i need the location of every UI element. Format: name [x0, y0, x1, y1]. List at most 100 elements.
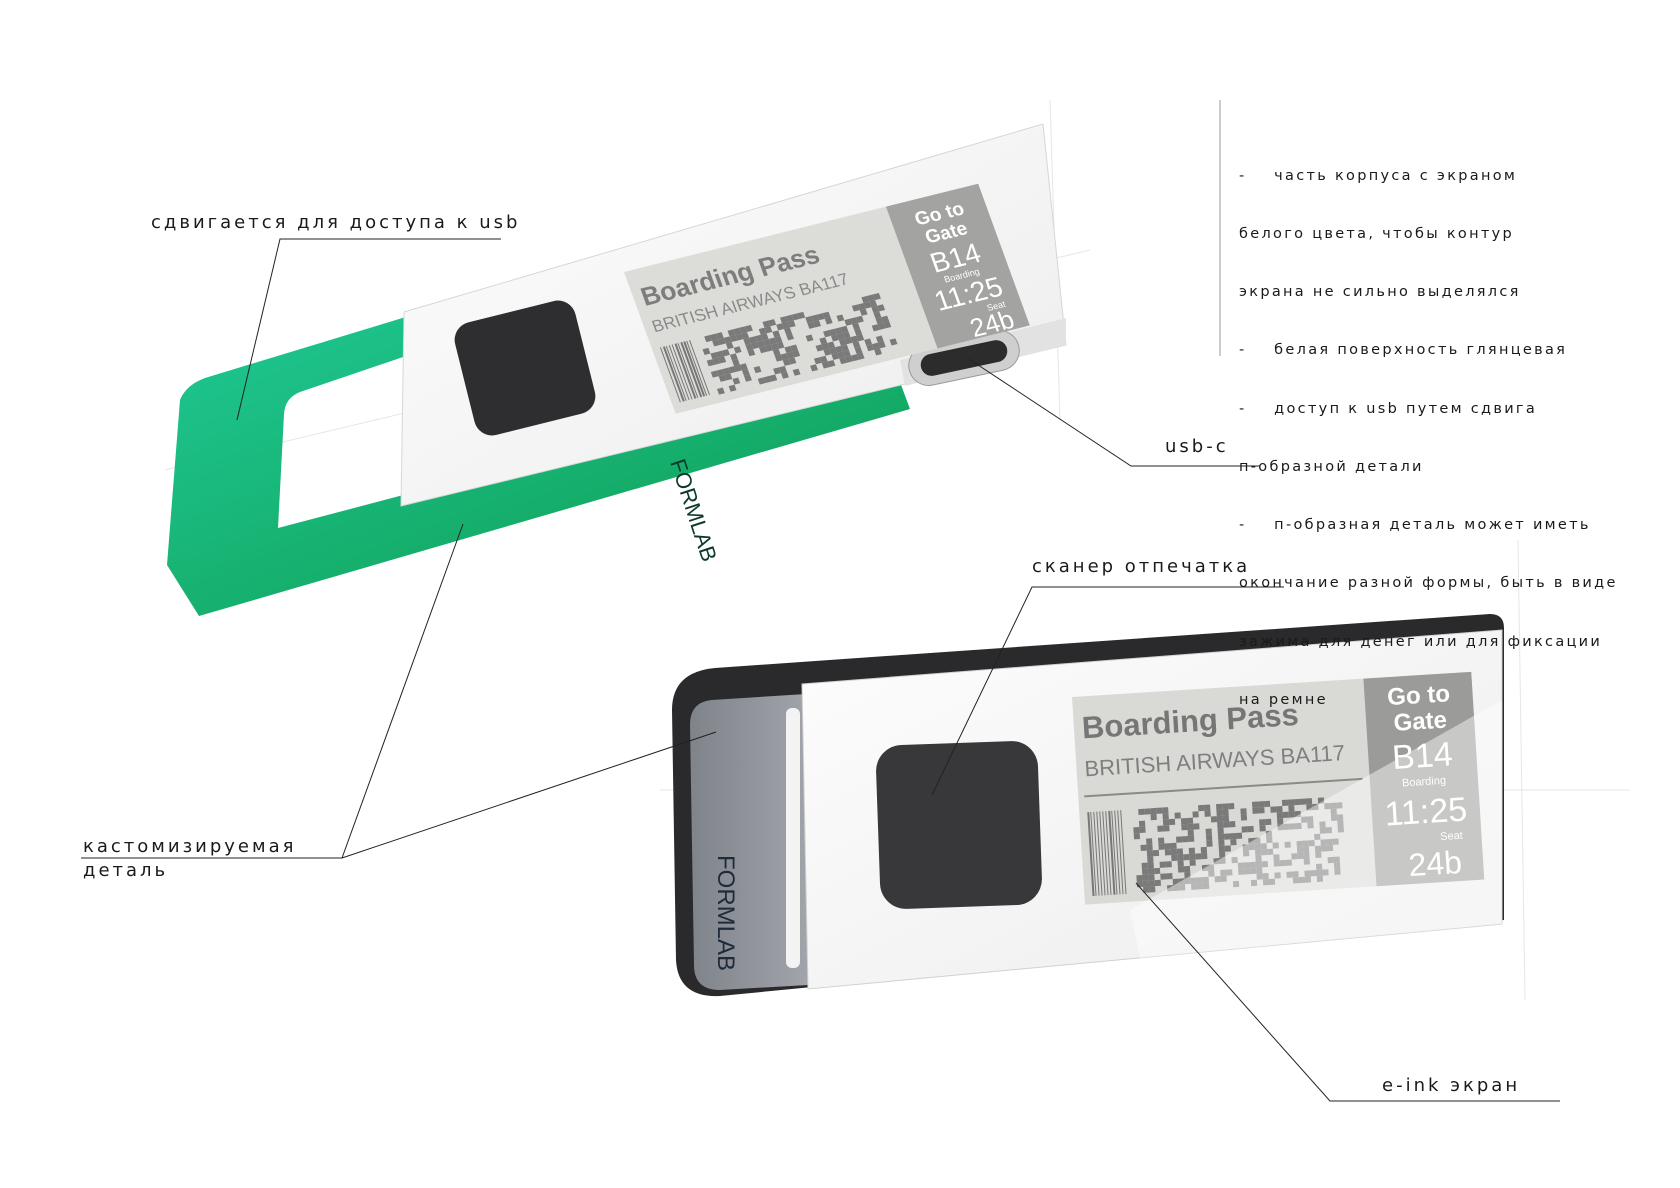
barcode-cell: [1202, 882, 1210, 890]
barcode-cell: [1218, 839, 1225, 847]
barcode-cell: [1326, 844, 1334, 852]
barcode-bar: [1087, 812, 1095, 897]
barcode-cell: [1276, 806, 1283, 813]
barcode-cell: [780, 353, 789, 361]
note-line: на ремне: [1239, 691, 1328, 708]
barcode-cell: [791, 313, 800, 321]
barcode-cell: [850, 335, 859, 343]
barcode-cell: [1304, 876, 1312, 883]
barcode-cell: [1226, 869, 1233, 876]
barcode-cell: [850, 354, 859, 362]
barcode-cell: [739, 363, 748, 371]
barcode-cell: [1304, 870, 1311, 877]
barcode-cell: [1218, 845, 1226, 853]
barcode-cell: [874, 348, 883, 356]
barcode-cell: [807, 321, 816, 329]
barcode-cell: [1157, 825, 1164, 832]
barcode-bar: [677, 342, 699, 398]
barcode-cell: [704, 335, 713, 343]
barcode-bar: [1102, 811, 1109, 896]
fingerprint-sensor: [454, 300, 596, 436]
barcode-cell: [770, 343, 779, 351]
barcode-cell: [1296, 846, 1304, 854]
barcode-bar: [1099, 811, 1106, 896]
barcode-cell: [871, 324, 880, 332]
barcode-cell: [1146, 850, 1154, 857]
barcode-cell: [1172, 878, 1179, 886]
barcode-cell: [883, 321, 892, 329]
note-line: белого цвета, чтобы контур: [1239, 226, 1515, 243]
barcode-cell: [1316, 869, 1323, 876]
barcode-bar: [683, 341, 706, 397]
barcode-cell: [836, 314, 845, 322]
barcode-cell: [889, 338, 898, 346]
barcode-bar: [1105, 811, 1112, 895]
barcode-cell: [1334, 868, 1341, 875]
label-usb-c: usb-c: [1165, 436, 1229, 457]
barcode-cell: [778, 365, 787, 374]
barcode-cell: [1204, 804, 1211, 811]
barcode-cell: [728, 384, 737, 392]
barcode-cell: [845, 355, 853, 363]
barcode-cell: [1315, 851, 1322, 859]
barcode-cell: [1150, 807, 1157, 815]
barcode-bar: [662, 346, 685, 402]
barcode-cell: [1170, 848, 1178, 856]
barcode-cell: [1141, 862, 1148, 869]
barcode-cell: [1187, 835, 1195, 842]
barcode-cell: [1190, 883, 1198, 890]
barcode-cell: [774, 354, 783, 362]
barcode-cell: [1153, 867, 1161, 875]
barcode-cell: [813, 357, 822, 365]
barcode-cell: [1223, 821, 1230, 828]
barcode-cell: [781, 321, 790, 329]
barcode-cell: [751, 341, 760, 350]
barcode-cell: [1259, 825, 1266, 832]
barcode-cell: [1143, 886, 1150, 893]
barcode-bar: [674, 343, 697, 399]
barcode-cell: [1325, 826, 1333, 834]
barcode-cell: [1223, 833, 1231, 840]
barcode-cell: [1154, 879, 1162, 887]
barcode-bar: [659, 347, 681, 403]
barcode-cell: [1216, 803, 1223, 811]
barcode-cell: [733, 346, 742, 354]
barcode-cell: [875, 317, 884, 325]
barcode-cell: [1273, 860, 1281, 867]
barcode-cell: [1281, 799, 1289, 807]
barcode-cell: [1260, 843, 1267, 850]
barcode-cell: [1205, 828, 1212, 835]
barcode-cell: [1259, 819, 1266, 826]
barcode-cell: [1337, 826, 1345, 833]
barcode-cell: [1244, 868, 1251, 875]
barcode-cell: [1173, 884, 1180, 892]
barcode-cell: [710, 333, 718, 341]
barcode-cell: [867, 294, 876, 302]
barcode-cell: [1247, 825, 1254, 833]
barcode-cell: [1184, 877, 1191, 885]
barcode-cell: [1138, 808, 1145, 816]
barcode-cell: [819, 355, 828, 363]
barcode-cell: [790, 344, 799, 352]
barcode-cell: [821, 361, 830, 369]
barcode-cell: [723, 336, 732, 344]
barcode-cell: [1160, 873, 1167, 880]
barcode-cell: [1305, 798, 1313, 805]
barcode-cell: [716, 350, 725, 358]
screen-seat-label: Seat: [1440, 830, 1463, 843]
barcode-cell: [1274, 872, 1281, 879]
barcode-cell: [768, 337, 777, 345]
barcode-cell: [1189, 853, 1196, 860]
barcode-cell: [1337, 820, 1344, 827]
barcode-cell: [1277, 817, 1284, 825]
barcode-cell: [1174, 812, 1181, 819]
barcode-cell: [1180, 818, 1188, 825]
barcode-cell: [835, 345, 843, 353]
barcode-cell: [788, 357, 797, 365]
barcode-cell: [1297, 852, 1304, 860]
barcode-cell: [1237, 862, 1245, 869]
barcode-cell: [727, 329, 736, 337]
barcode-cell: [1227, 803, 1235, 810]
barcode-cell: [1302, 846, 1310, 853]
barcode-cell: [1258, 807, 1265, 814]
